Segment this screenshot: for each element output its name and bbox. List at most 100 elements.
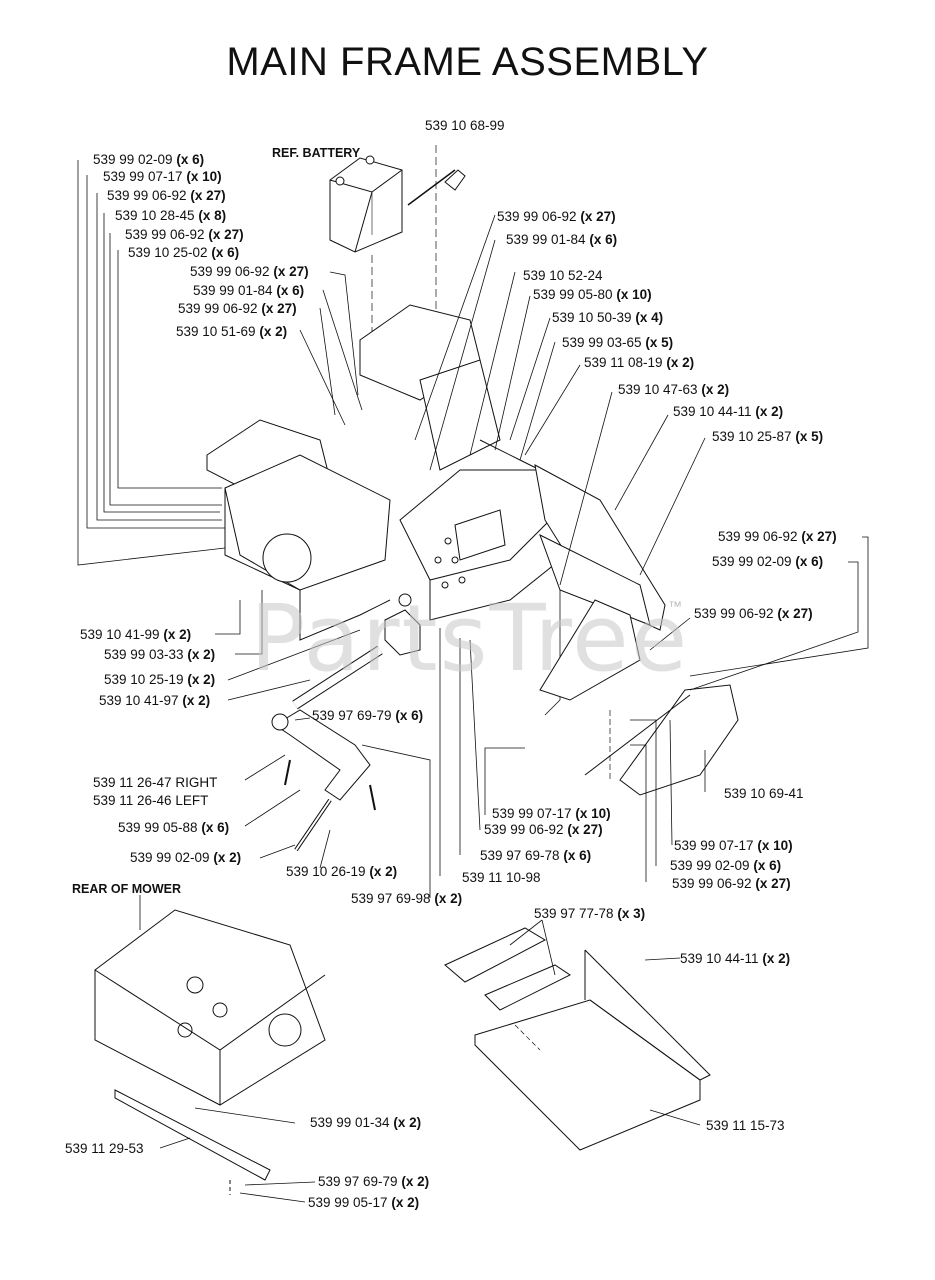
callout-label: 539 10 68-99 xyxy=(425,118,505,134)
part-quantity: (x 2) xyxy=(369,864,398,879)
part-number: 539 10 25-87 xyxy=(712,429,792,444)
leader-lines xyxy=(77,160,869,1203)
callout-label: 539 10 44-11 (x 2) xyxy=(680,951,790,967)
part-quantity: (x 10) xyxy=(575,806,611,821)
part-quantity: (x 2) xyxy=(187,647,216,662)
part-number: 539 11 29-53 xyxy=(65,1141,144,1156)
part-number: 539 99 02-09 xyxy=(712,554,792,569)
callout-label: 539 10 47-63 (x 2) xyxy=(618,382,729,398)
part-number: 539 99 06-92 xyxy=(694,606,774,621)
part-quantity: (x 27) xyxy=(801,529,837,544)
callout-label: 539 99 01-84 (x 6) xyxy=(506,232,617,248)
callout-label: 539 99 06-92 (x 27) xyxy=(497,209,616,225)
callout-label: 539 10 26-19 (x 2) xyxy=(286,864,397,880)
part-number: 539 10 44-11 xyxy=(673,404,752,419)
callout-label: 539 99 06-92 (x 27) xyxy=(694,606,813,622)
callout-label: 539 99 06-92 (x 27) xyxy=(484,822,603,838)
callout-label: 539 99 07-17 (x 10) xyxy=(492,806,611,822)
callout-label: 539 11 29-53 xyxy=(65,1141,144,1157)
callout-label: 539 10 51-69 (x 2) xyxy=(176,324,287,340)
callout-label: 539 99 06-92 (x 27) xyxy=(125,227,244,243)
part-number: 539 99 01-84 xyxy=(193,283,273,298)
part-number: 539 99 06-92 xyxy=(125,227,205,242)
part-quantity: (x 2) xyxy=(187,672,216,687)
part-quantity: (x 6) xyxy=(211,245,240,260)
part-quantity: (x 4) xyxy=(635,310,664,325)
part-number: 539 99 07-17 xyxy=(674,838,754,853)
callout-label: 539 11 15-73 xyxy=(706,1118,785,1134)
part-quantity: (x 3) xyxy=(617,906,646,921)
part-number: 539 97 69-98 xyxy=(351,891,431,906)
part-number: 539 10 44-11 xyxy=(680,951,759,966)
part-number: 539 97 77-78 xyxy=(534,906,614,921)
part-number: 539 11 08-19 xyxy=(584,355,663,370)
callout-label: 539 97 69-79 (x 6) xyxy=(312,708,423,724)
part-number: 539 97 69-79 xyxy=(318,1174,398,1189)
part-number: 539 99 01-84 xyxy=(506,232,586,247)
callout-label: 539 97 69-78 (x 6) xyxy=(480,848,591,864)
part-quantity: (x 5) xyxy=(645,335,674,350)
part-quantity: (x 27) xyxy=(208,227,244,242)
part-number: 539 99 01-34 xyxy=(310,1115,390,1130)
part-number: 539 99 05-88 xyxy=(118,820,198,835)
part-number: 539 11 10-98 xyxy=(462,870,541,885)
callout-label: 539 97 69-98 (x 2) xyxy=(351,891,462,907)
callout-label: 539 10 41-97 (x 2) xyxy=(99,693,210,709)
callout-label: 539 99 06-92 (x 27) xyxy=(178,301,297,317)
part-number: 539 99 02-09 xyxy=(130,850,210,865)
part-number: 539 10 47-63 xyxy=(618,382,698,397)
callout-label: 539 11 26-47 RIGHT xyxy=(93,775,217,791)
part-number: 539 10 25-19 xyxy=(104,672,184,687)
part-number: 539 10 52-24 xyxy=(523,268,603,283)
callout-label: 539 99 01-84 (x 6) xyxy=(193,283,304,299)
front-axle xyxy=(271,609,421,852)
callout-label: 539 99 07-17 (x 10) xyxy=(674,838,793,854)
main-frame-body xyxy=(206,304,666,716)
part-quantity: (x 6) xyxy=(563,848,592,863)
part-quantity: (x 2) xyxy=(666,355,695,370)
floor-pan xyxy=(444,927,711,1151)
rear-frame xyxy=(94,909,326,1195)
callout-label: 539 99 03-33 (x 2) xyxy=(104,647,215,663)
part-number: 539 11 15-73 xyxy=(706,1118,785,1133)
part-quantity: (x 2) xyxy=(391,1195,420,1210)
part-quantity: (x 10) xyxy=(757,838,793,853)
callout-label: 539 99 02-09 (x 6) xyxy=(93,152,204,168)
part-quantity: (x 2) xyxy=(182,693,211,708)
part-number: 539 99 07-17 xyxy=(103,169,183,184)
part-number: 539 10 51-69 xyxy=(176,324,256,339)
part-number: 539 99 06-92 xyxy=(178,301,258,316)
callout-label: 539 99 02-09 (x 6) xyxy=(670,858,781,874)
part-number: 539 99 03-65 xyxy=(562,335,642,350)
part-number: 539 99 03-33 xyxy=(104,647,184,662)
part-number: 539 11 26-47 RIGHT xyxy=(93,775,218,790)
part-quantity: (x 27) xyxy=(567,822,603,837)
part-number: 539 99 02-09 xyxy=(670,858,750,873)
watermark-tm: ™ xyxy=(668,598,682,614)
callout-label: 539 99 05-80 (x 10) xyxy=(533,287,652,303)
callout-label: 539 10 50-39 (x 4) xyxy=(552,310,663,326)
part-quantity: (x 27) xyxy=(755,876,791,891)
part-number: 539 99 06-92 xyxy=(107,188,187,203)
part-number: 539 99 05-80 xyxy=(533,287,613,302)
part-quantity: (x 6) xyxy=(201,820,230,835)
part-number: 539 10 41-97 xyxy=(99,693,179,708)
callout-label: 539 10 52-24 xyxy=(523,268,603,284)
callout-label: 539 11 08-19 (x 2) xyxy=(584,355,694,371)
part-quantity: (x 10) xyxy=(186,169,222,184)
callout-label: 539 10 41-99 (x 2) xyxy=(80,627,191,643)
part-quantity: (x 2) xyxy=(259,324,288,339)
part-number: 539 10 69-41 xyxy=(724,786,804,801)
part-quantity: (x 2) xyxy=(163,627,192,642)
part-quantity: (x 2) xyxy=(434,891,463,906)
callout-label: 539 99 06-92 (x 27) xyxy=(672,876,791,892)
part-quantity: (x 27) xyxy=(190,188,226,203)
part-quantity: (x 6) xyxy=(276,283,305,298)
callout-label: 539 99 02-09 (x 6) xyxy=(712,554,823,570)
part-quantity: (x 27) xyxy=(261,301,297,316)
page-title: MAIN FRAME ASSEMBLY xyxy=(226,40,709,84)
part-number: 539 11 26-46 LEFT xyxy=(93,793,209,808)
part-quantity: (x 27) xyxy=(580,209,616,224)
part-number: 539 10 50-39 xyxy=(552,310,632,325)
